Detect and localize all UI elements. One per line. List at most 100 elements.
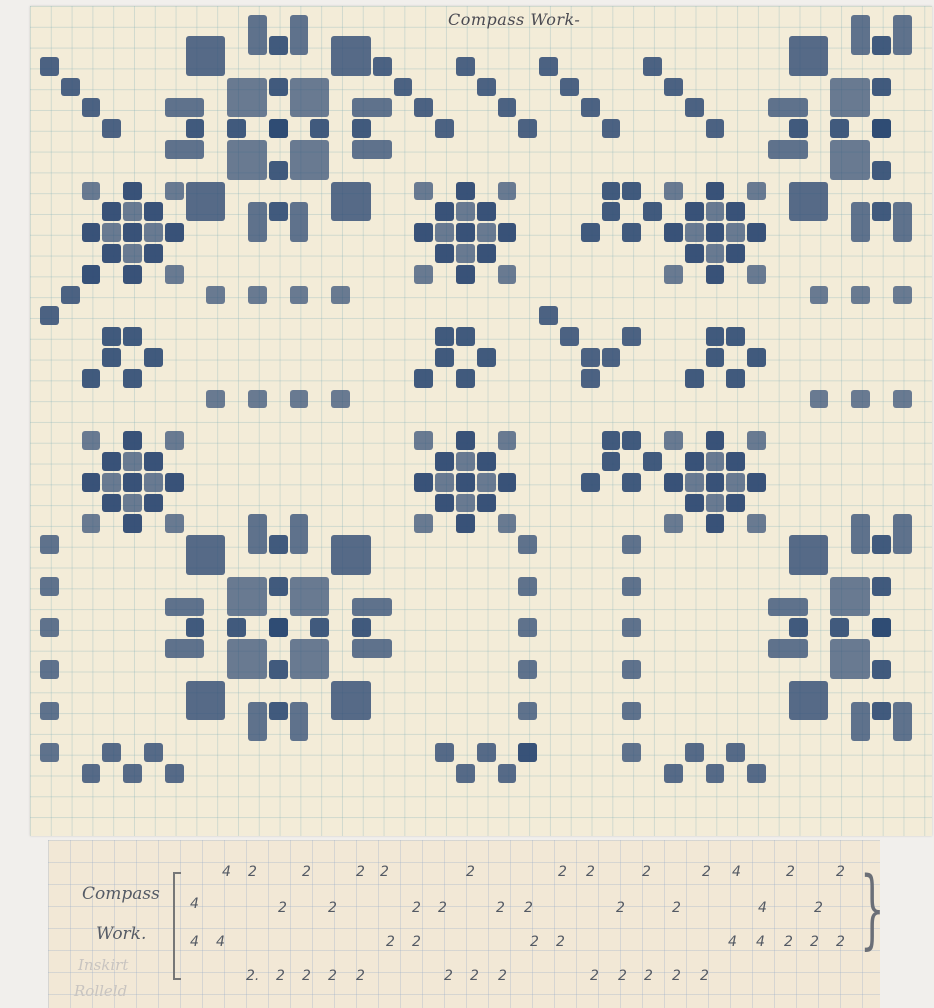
draft-number: 2 <box>558 864 567 880</box>
pattern-block <box>82 764 101 783</box>
pattern-block <box>477 202 496 221</box>
pattern-block <box>581 369 600 388</box>
pattern-block <box>144 348 163 367</box>
pattern-block <box>706 119 725 138</box>
draft-number: 2 <box>642 864 651 880</box>
draft-number: 2 <box>590 968 599 984</box>
pattern-block <box>352 618 371 637</box>
pattern-block <box>477 78 496 97</box>
pattern-block <box>248 390 267 409</box>
pattern-block <box>706 452 725 471</box>
pattern-block <box>40 535 59 554</box>
pattern-block <box>123 514 142 533</box>
pattern-block <box>893 15 912 55</box>
pattern-block <box>747 473 766 492</box>
pattern-block <box>872 202 891 221</box>
pattern-block <box>165 473 184 492</box>
draft-number: 2 <box>386 934 395 950</box>
pattern-block <box>643 57 662 76</box>
pattern-block <box>82 473 101 492</box>
pattern-block <box>290 140 330 180</box>
draft-number: 4 <box>190 934 199 950</box>
draft-number: 4 <box>216 934 225 950</box>
pattern-block <box>602 431 621 450</box>
pattern-block <box>830 119 849 138</box>
pattern-block <box>414 514 433 533</box>
pattern-block <box>269 577 288 596</box>
pattern-block <box>435 244 454 263</box>
draft-number: 2 <box>784 934 793 950</box>
pattern-block <box>706 764 725 783</box>
pattern-block <box>144 202 163 221</box>
pattern-block <box>477 494 496 513</box>
pattern-block <box>685 223 704 242</box>
pattern-block <box>768 598 808 617</box>
draft-number: 2 <box>412 900 421 916</box>
pattern-block <box>331 36 371 76</box>
pattern-block <box>435 119 454 138</box>
pattern-block <box>477 473 496 492</box>
pattern-block <box>186 618 205 637</box>
pattern-block <box>123 452 142 471</box>
pattern-block <box>726 369 745 388</box>
pattern-block <box>435 202 454 221</box>
pattern-block <box>435 223 454 242</box>
pattern-block <box>498 473 517 492</box>
pattern-block <box>186 182 226 222</box>
pattern-block <box>227 639 267 679</box>
pattern-block <box>165 265 184 284</box>
pattern-block <box>373 57 392 76</box>
pattern-block <box>352 140 392 159</box>
pattern-block <box>290 514 309 554</box>
draft-number: 2 <box>328 900 337 916</box>
pattern-block <box>560 78 579 97</box>
draft-number: 2 <box>672 968 681 984</box>
pattern-block <box>102 327 121 346</box>
draft-number: 2 <box>524 900 533 916</box>
pattern-block <box>789 681 829 721</box>
pattern-block <box>435 452 454 471</box>
pattern-block <box>352 598 392 617</box>
pattern-block <box>456 57 475 76</box>
pattern-block <box>82 431 101 450</box>
pattern-block <box>290 286 309 305</box>
pattern-block <box>685 244 704 263</box>
pattern-block <box>165 223 184 242</box>
pattern-block <box>331 182 371 222</box>
draft-number: 2. <box>246 968 259 984</box>
pattern-block <box>664 473 683 492</box>
pattern-block <box>414 369 433 388</box>
pattern-block <box>61 286 80 305</box>
pattern-block <box>40 577 59 596</box>
pattern-block <box>726 494 745 513</box>
pattern-block <box>290 577 330 617</box>
pattern-block <box>726 223 745 242</box>
pattern-block <box>893 202 912 242</box>
pattern-block <box>456 182 475 201</box>
pattern-block <box>664 223 683 242</box>
pattern-block <box>872 119 891 138</box>
pattern-block <box>352 119 371 138</box>
pattern-block <box>830 577 870 617</box>
pattern-block <box>456 327 475 346</box>
pattern-block <box>685 98 704 117</box>
pattern-block <box>123 494 142 513</box>
pattern-block <box>789 182 829 222</box>
pattern-block <box>830 618 849 637</box>
pattern-block <box>685 494 704 513</box>
pattern-block <box>82 369 101 388</box>
pattern-block <box>581 473 600 492</box>
draft-number: 2 <box>498 968 507 984</box>
pattern-block <box>456 202 475 221</box>
draft-number: 4 <box>732 864 741 880</box>
pattern-block <box>872 78 891 97</box>
draft-number: 2 <box>702 864 711 880</box>
pattern-block <box>685 452 704 471</box>
draft-number: 4 <box>222 864 231 880</box>
pattern-block <box>227 577 267 617</box>
pattern-block <box>851 390 870 409</box>
pattern-block <box>872 161 891 180</box>
pattern-block <box>82 223 101 242</box>
draft-number: 2 <box>618 968 627 984</box>
pattern-block <box>456 452 475 471</box>
